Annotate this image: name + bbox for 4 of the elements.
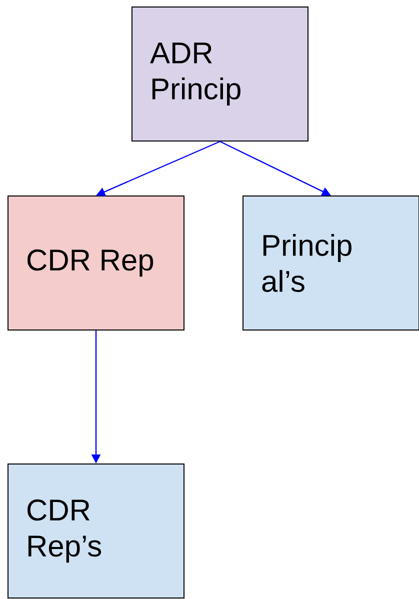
text-box: Princip al’s — [242, 196, 419, 330]
text-box: CDR Rep’s — [8, 464, 184, 598]
text-box: CDR Rep — [8, 196, 184, 330]
text-box: ADR Princip — [132, 6, 308, 142]
